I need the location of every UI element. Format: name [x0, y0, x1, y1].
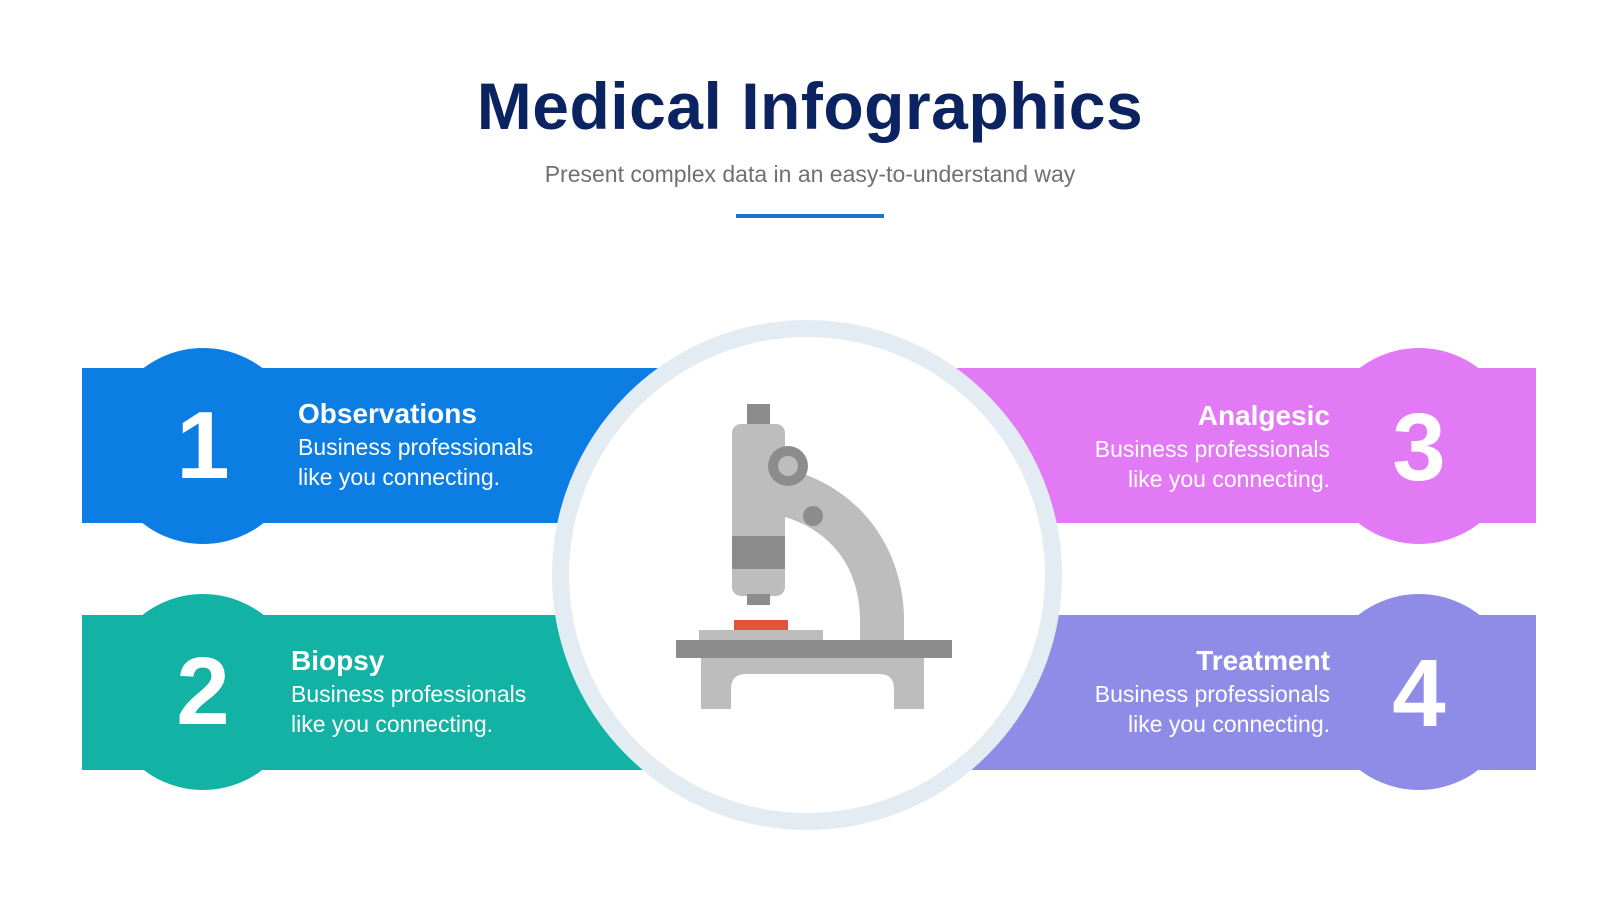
item-title: Treatment [1196, 645, 1330, 676]
item-number: 2 [176, 638, 230, 745]
number-circle [105, 348, 301, 544]
item-text: Analgesic Business professionals like yo… [1030, 398, 1330, 494]
item-desc-line1: Business professionals [298, 434, 534, 460]
item-title: Analgesic [1197, 400, 1330, 431]
title-underline-divider [736, 214, 884, 218]
item-number: 4 [1392, 640, 1446, 747]
item-desc-line1: Business professionals [1094, 681, 1330, 707]
item-desc-line2: like you connecting. [1127, 711, 1330, 737]
item-desc-line2: like you connecting. [298, 464, 501, 490]
item-title: Biopsy [291, 645, 385, 676]
item-number: 1 [176, 392, 230, 499]
page-subtitle: Present complex data in an easy-to-under… [544, 161, 1076, 187]
page-title: Medical Infographics [476, 69, 1144, 143]
item-desc-line1: Business professionals [291, 681, 527, 707]
item-text: Observations Business professionals like… [298, 396, 598, 492]
item-text: Biopsy Business professionals like you c… [291, 643, 591, 739]
number-circle [1321, 348, 1517, 544]
microscope-icon [676, 404, 954, 716]
item-desc-line2: like you connecting. [1127, 466, 1330, 492]
item-text: Treatment Business professionals like yo… [1030, 643, 1330, 739]
item-number: 3 [1392, 394, 1446, 501]
item-desc-line1: Business professionals [1094, 436, 1330, 462]
item-title: Observations [298, 398, 477, 429]
number-circle [1321, 594, 1517, 790]
item-desc-line2: like you connecting. [291, 711, 494, 737]
number-circle [105, 594, 301, 790]
